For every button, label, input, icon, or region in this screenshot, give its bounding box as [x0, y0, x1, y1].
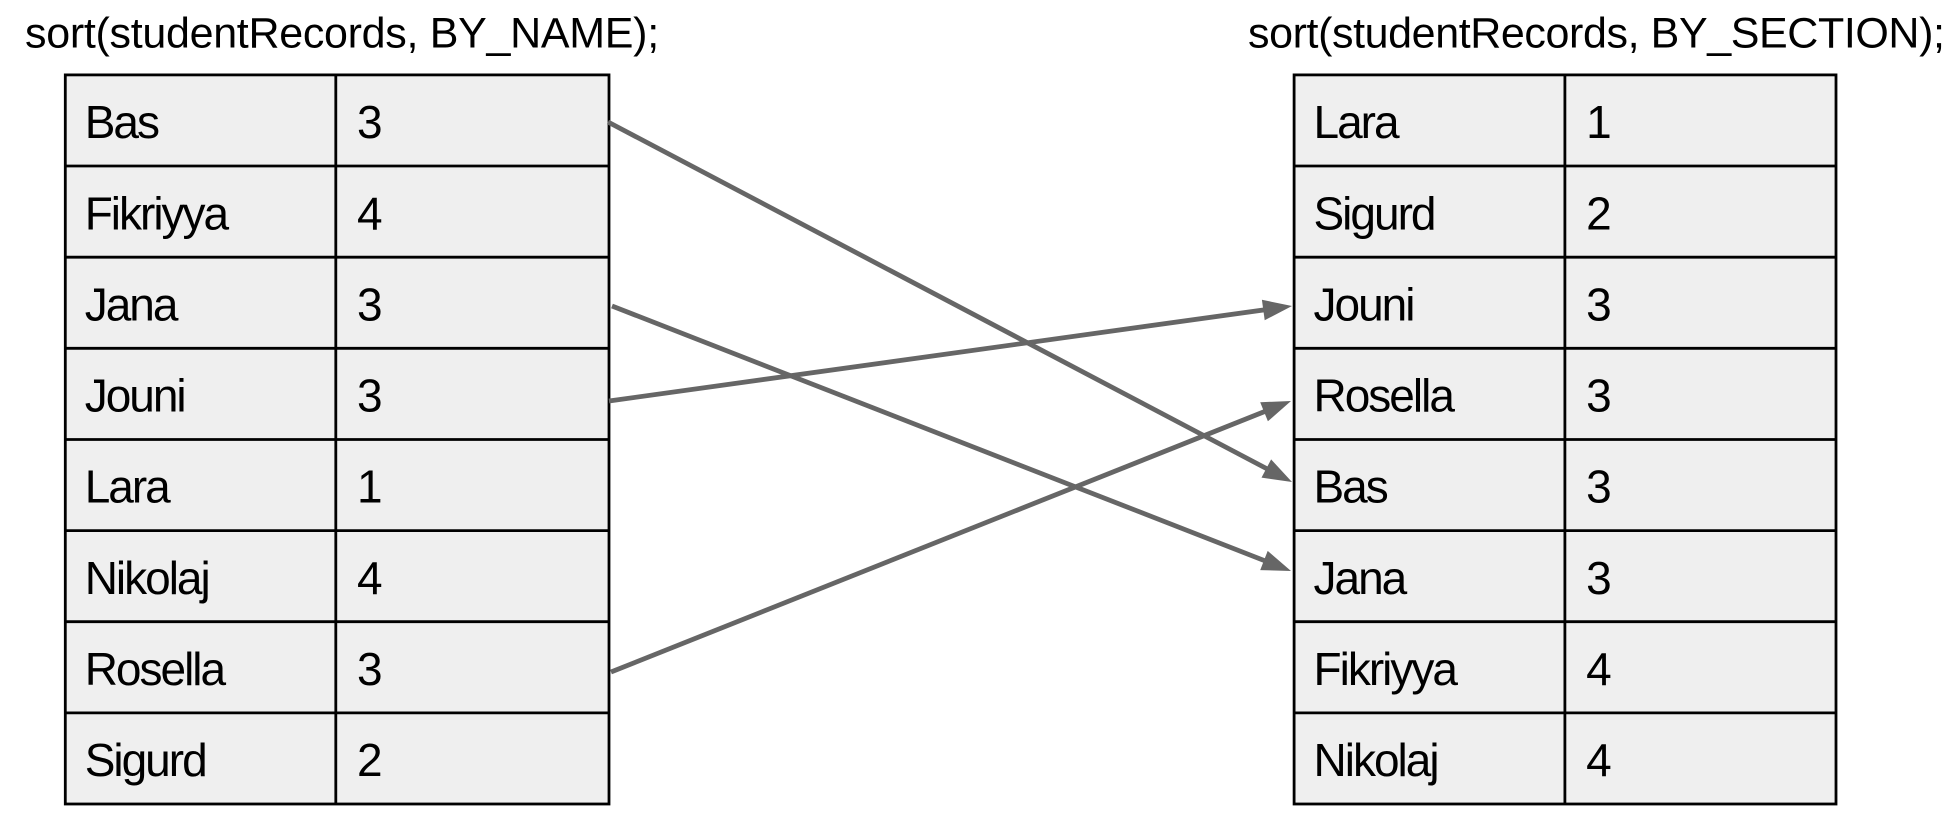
svg-text:Bas: Bas — [1314, 461, 1388, 513]
svg-text:4: 4 — [357, 187, 382, 239]
svg-text:Rosella: Rosella — [85, 643, 227, 695]
svg-text:sort(studentRecords, BY_SECTIO: sort(studentRecords, BY_SECTION); — [1248, 10, 1945, 58]
svg-text:4: 4 — [357, 552, 382, 604]
svg-text:Jana: Jana — [85, 278, 179, 330]
svg-text:Lara: Lara — [85, 461, 171, 513]
svg-text:2: 2 — [1586, 187, 1610, 239]
svg-text:3: 3 — [1586, 370, 1610, 422]
svg-text:Sigurd: Sigurd — [1314, 187, 1435, 239]
svg-text:1: 1 — [1586, 96, 1610, 148]
svg-text:3: 3 — [357, 278, 381, 330]
svg-text:2: 2 — [357, 734, 381, 786]
svg-text:Nikolaj: Nikolaj — [85, 552, 209, 604]
svg-text:3: 3 — [1586, 552, 1610, 604]
svg-text:Nikolaj: Nikolaj — [1314, 734, 1438, 786]
svg-text:1: 1 — [357, 461, 381, 513]
svg-text:Jouni: Jouni — [1314, 278, 1414, 330]
svg-text:4: 4 — [1586, 734, 1611, 786]
svg-text:3: 3 — [357, 643, 381, 695]
svg-text:3: 3 — [1586, 278, 1610, 330]
svg-text:3: 3 — [1586, 461, 1610, 513]
svg-text:Fikriyya: Fikriyya — [1314, 643, 1459, 695]
svg-text:Sigurd: Sigurd — [85, 734, 206, 786]
svg-text:3: 3 — [357, 96, 381, 148]
svg-text:Jana: Jana — [1314, 552, 1408, 604]
svg-text:Lara: Lara — [1314, 96, 1400, 148]
svg-text:4: 4 — [1586, 643, 1611, 695]
svg-text:sort(studentRecords, BY_NAME);: sort(studentRecords, BY_NAME); — [25, 10, 659, 58]
svg-text:Bas: Bas — [85, 96, 159, 148]
svg-text:Jouni: Jouni — [85, 370, 185, 422]
svg-text:Fikriyya: Fikriyya — [85, 187, 230, 239]
svg-text:3: 3 — [357, 370, 381, 422]
svg-text:Rosella: Rosella — [1314, 370, 1456, 422]
